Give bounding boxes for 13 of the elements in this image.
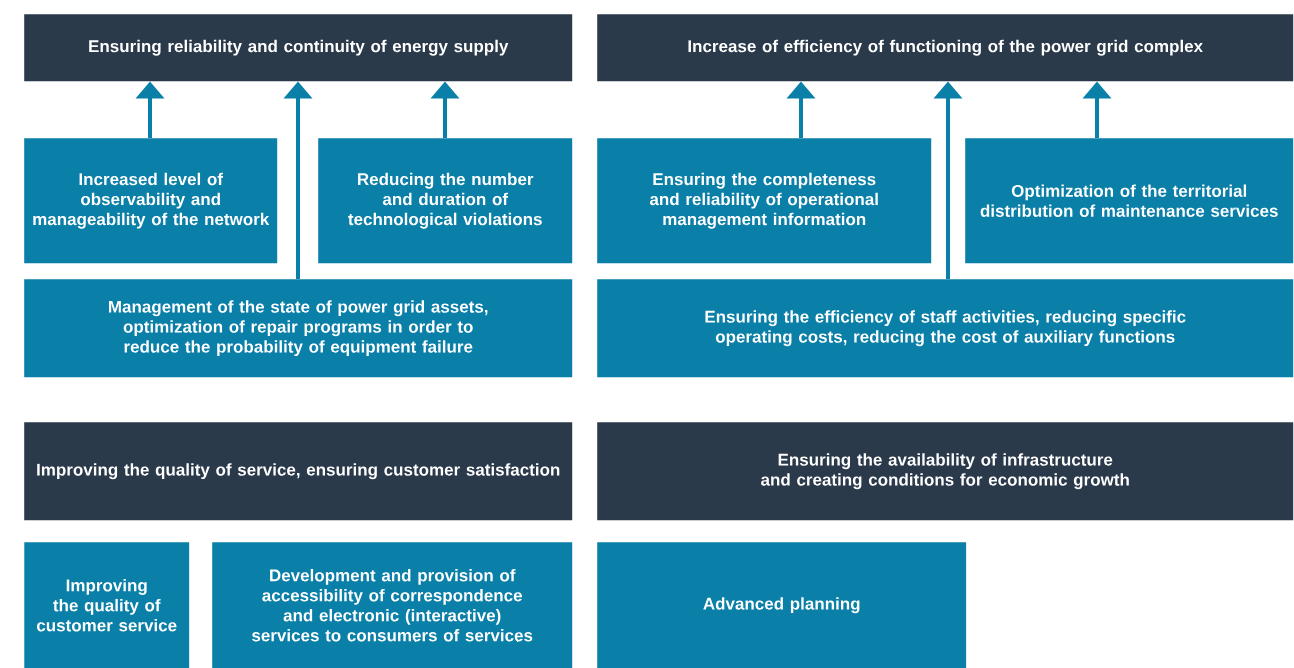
heading-box: Ensuring the availability of infrastructure and creating conditions for economic growth (597, 422, 1294, 521)
task-box: Ensuring the efficiency of staff activities, reducing specific operating costs, reducing the cost of auxiliary functions (597, 279, 1294, 378)
task-box: Improving the quality of customer service (24, 542, 190, 668)
task-box: Ensuring the completeness and reliability of operational management information (597, 138, 932, 264)
heading-box: Increase of efficiency of functioning of the power grid complex (597, 14, 1294, 82)
task-box: Reducing the number and duration of technological violations (318, 138, 573, 264)
task-box: Advanced planning (597, 542, 967, 668)
task-box: Management of the state of power grid assets, optimization of repair programs in order to reduce the probability of equipment failure (24, 279, 573, 378)
task-box: Optimization of the territorial distribution of maintenance services (965, 138, 1294, 264)
heading-box: Improving the quality of service, ensuring customer satisfaction (24, 422, 573, 521)
task-box: Development and provision of accessibility of correspondence and electronic (interactive) services to consumers of services (212, 542, 573, 668)
task-box: Increased level of observability and manageability of the network (24, 138, 278, 264)
heading-box: Ensuring reliability and continuity of energy supply (24, 14, 573, 82)
